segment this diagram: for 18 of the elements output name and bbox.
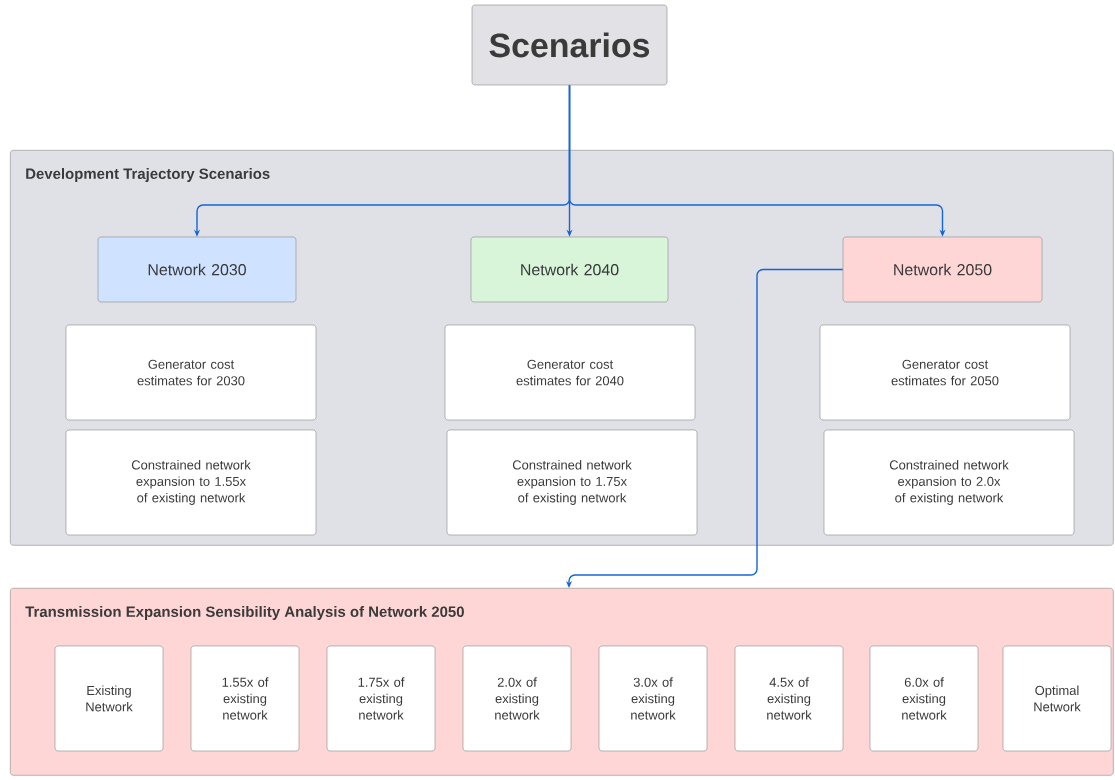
- network-box: Network 2040: [470, 236, 669, 303]
- scenario-box: Existing Network: [54, 645, 164, 752]
- scenario-box: Optimal Network: [1002, 645, 1112, 752]
- text-box: Generator cost estimates for 2040: [444, 324, 696, 421]
- text-box: Generator cost estimates for 2050: [819, 324, 1071, 421]
- scenario-box: 2.0x of existing network: [462, 645, 572, 752]
- title-box: Scenarios: [471, 4, 668, 86]
- scenario-box: 3.0x of existing network: [598, 645, 708, 752]
- scenario-box: 6.0x of existing network: [869, 645, 979, 752]
- text-box: Constrained network expansion to 2.0x of existing network: [823, 429, 1075, 536]
- network-box: Network 2050: [842, 236, 1043, 303]
- text-box: Generator cost estimates for 2030: [65, 324, 317, 421]
- network-box: Network 2030: [97, 236, 297, 303]
- text-box: Constrained network expansion to 1.75x of existing network: [446, 429, 698, 536]
- scenario-box: 4.5x of existing network: [734, 645, 844, 752]
- scenario-box: 1.75x of existing network: [326, 645, 436, 752]
- text-box: Constrained network expansion to 1.55x of existing network: [65, 429, 317, 536]
- scenario-box: 1.55x of existing network: [190, 645, 300, 752]
